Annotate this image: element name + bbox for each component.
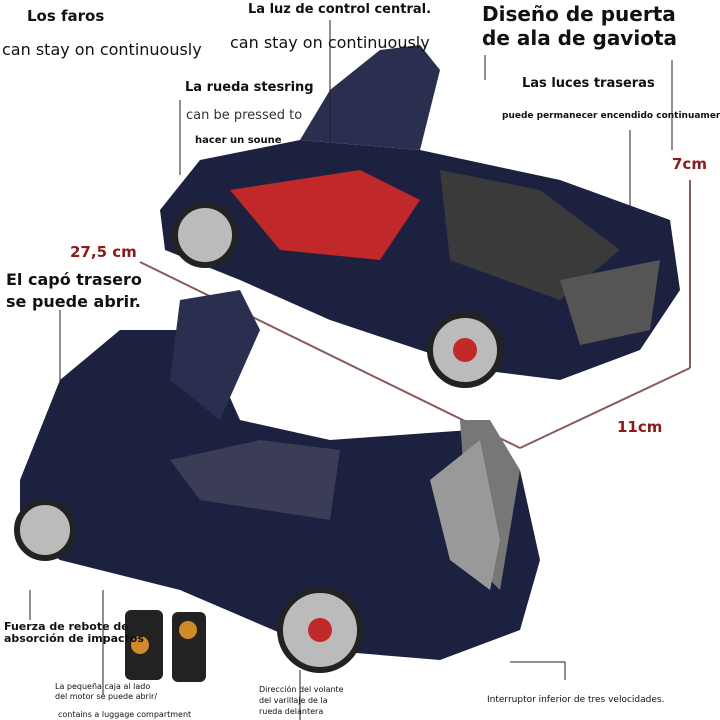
taillights-label: Las luces traseras bbox=[522, 76, 655, 91]
steering-link-label-2: del varillaje de la bbox=[259, 696, 328, 705]
rear-hood-label-1: El capó trasero bbox=[6, 270, 142, 289]
rear-hood-label-2: se puede abrir. bbox=[6, 292, 141, 311]
taillights-sublabel: puede permanecer encendido continuamente bbox=[502, 111, 720, 121]
car-top-image bbox=[160, 45, 680, 388]
luggage-label-3: contains a luggage compartment bbox=[58, 710, 192, 719]
headlights-label: Los faros bbox=[27, 7, 105, 25]
luggage-label-2: del motor se puede abrir/ bbox=[55, 692, 158, 701]
steering-link-label-3: rueda delantera bbox=[259, 707, 324, 716]
gullwing-label-2: de ala de gaviota bbox=[482, 26, 677, 50]
luggage-label-1: La pequeña caja al lado bbox=[55, 682, 151, 691]
center-light-sublabel: can stay on continuously bbox=[230, 33, 430, 52]
steering-label: La rueda stesring bbox=[185, 80, 314, 95]
steering-sublabel-2: hacer un soune bbox=[195, 135, 282, 146]
steering-sublabel-1: can be pressed to bbox=[186, 108, 303, 123]
center-light-label: La luz de control central. bbox=[248, 2, 432, 17]
callout-lines bbox=[29, 20, 673, 720]
shock-label-2: absorción de impactos bbox=[4, 632, 144, 645]
switch-label: Interruptor inferior de tres velocidades… bbox=[487, 695, 665, 705]
gullwing-label-1: Diseño de puerta bbox=[482, 2, 676, 26]
dimension-lines bbox=[139, 180, 691, 449]
height-dimension: 7cm bbox=[672, 155, 707, 173]
headlights-sublabel: can stay on continuously bbox=[2, 40, 202, 59]
car-bottom-image bbox=[14, 290, 540, 682]
steering-link-label-1: Dirección del volante bbox=[259, 685, 344, 694]
shock-label-1: Fuerza de rebote de bbox=[4, 620, 129, 633]
length-dimension: 27,5 cm bbox=[70, 243, 137, 261]
width-dimension: 11cm bbox=[617, 418, 663, 436]
